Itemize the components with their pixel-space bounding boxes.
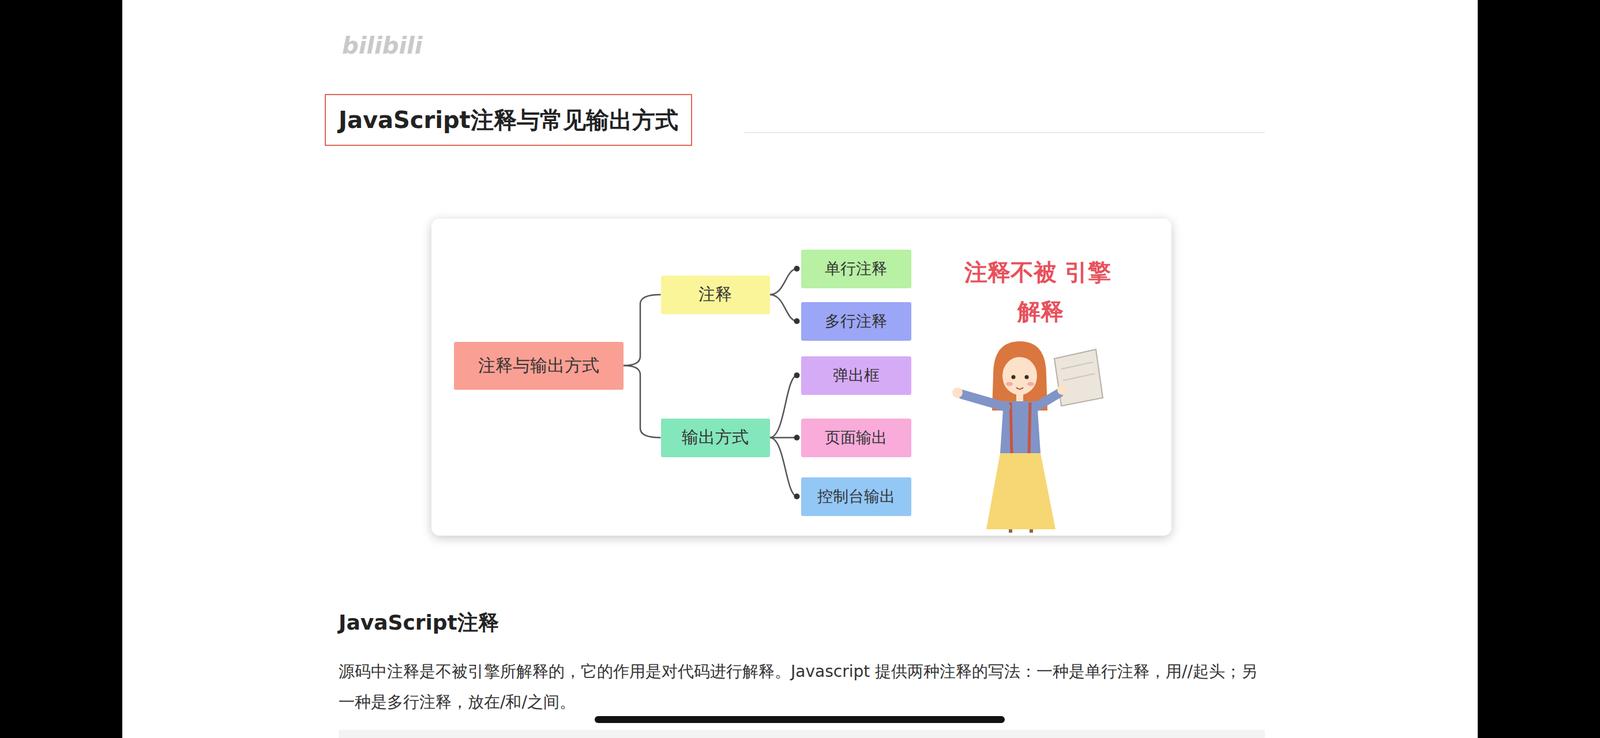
paragraph: 源码中注释是不被引擎所解释的，它的作用是对代码进行解释。Javascript 提… <box>338 656 1265 718</box>
title-box: JavaScript注释与常见输出方式 <box>324 94 693 146</box>
girl-illustration <box>952 341 1103 533</box>
connector <box>770 294 798 322</box>
title-rule <box>744 132 1265 134</box>
node-label: 控制台输出 <box>817 486 896 507</box>
title-text: JavaScript注释与常见输出方式 <box>338 104 679 137</box>
connector-dot <box>794 434 800 441</box>
connector <box>770 437 798 439</box>
connector <box>623 365 661 438</box>
node-label: 多行注释 <box>824 310 888 332</box>
node-label: 输出方式 <box>681 426 749 450</box>
mindmap-node: 弹出框 <box>801 356 912 396</box>
home-indicator <box>594 716 1005 724</box>
node-label: 单行注释 <box>824 258 888 280</box>
connector <box>770 437 798 497</box>
mindmap-node: 控制台输出 <box>801 477 912 517</box>
black-side-bar <box>0 0 123 738</box>
mindmap-node: 注释 <box>660 275 771 315</box>
mindmap-node: 注释与输出方式 <box>453 342 624 390</box>
mindmap-node: 输出方式 <box>660 418 771 458</box>
node-label: 注释与输出方式 <box>478 354 600 378</box>
callout-text: 注释不被 引擎解释 <box>964 252 1116 332</box>
mindmap-node: 页面输出 <box>801 418 912 458</box>
connector <box>770 375 798 438</box>
connector-dot <box>794 372 800 379</box>
section-heading: JavaScript注释 <box>338 609 499 638</box>
mindmap-node: 单行注释 <box>801 249 912 289</box>
node-label: 页面输出 <box>824 427 888 449</box>
node-label: 注释 <box>698 283 732 307</box>
node-label: 弹出框 <box>832 365 880 386</box>
connector-dot <box>794 493 800 500</box>
connector <box>623 294 661 366</box>
connector <box>770 268 798 295</box>
code-block-edge <box>338 730 1265 738</box>
connector-dot <box>794 318 800 325</box>
connector-dot <box>794 265 800 272</box>
watermark: bilibili <box>342 32 423 59</box>
mindmap-node: 多行注释 <box>801 302 912 341</box>
black-side-bar <box>1477 0 1600 738</box>
